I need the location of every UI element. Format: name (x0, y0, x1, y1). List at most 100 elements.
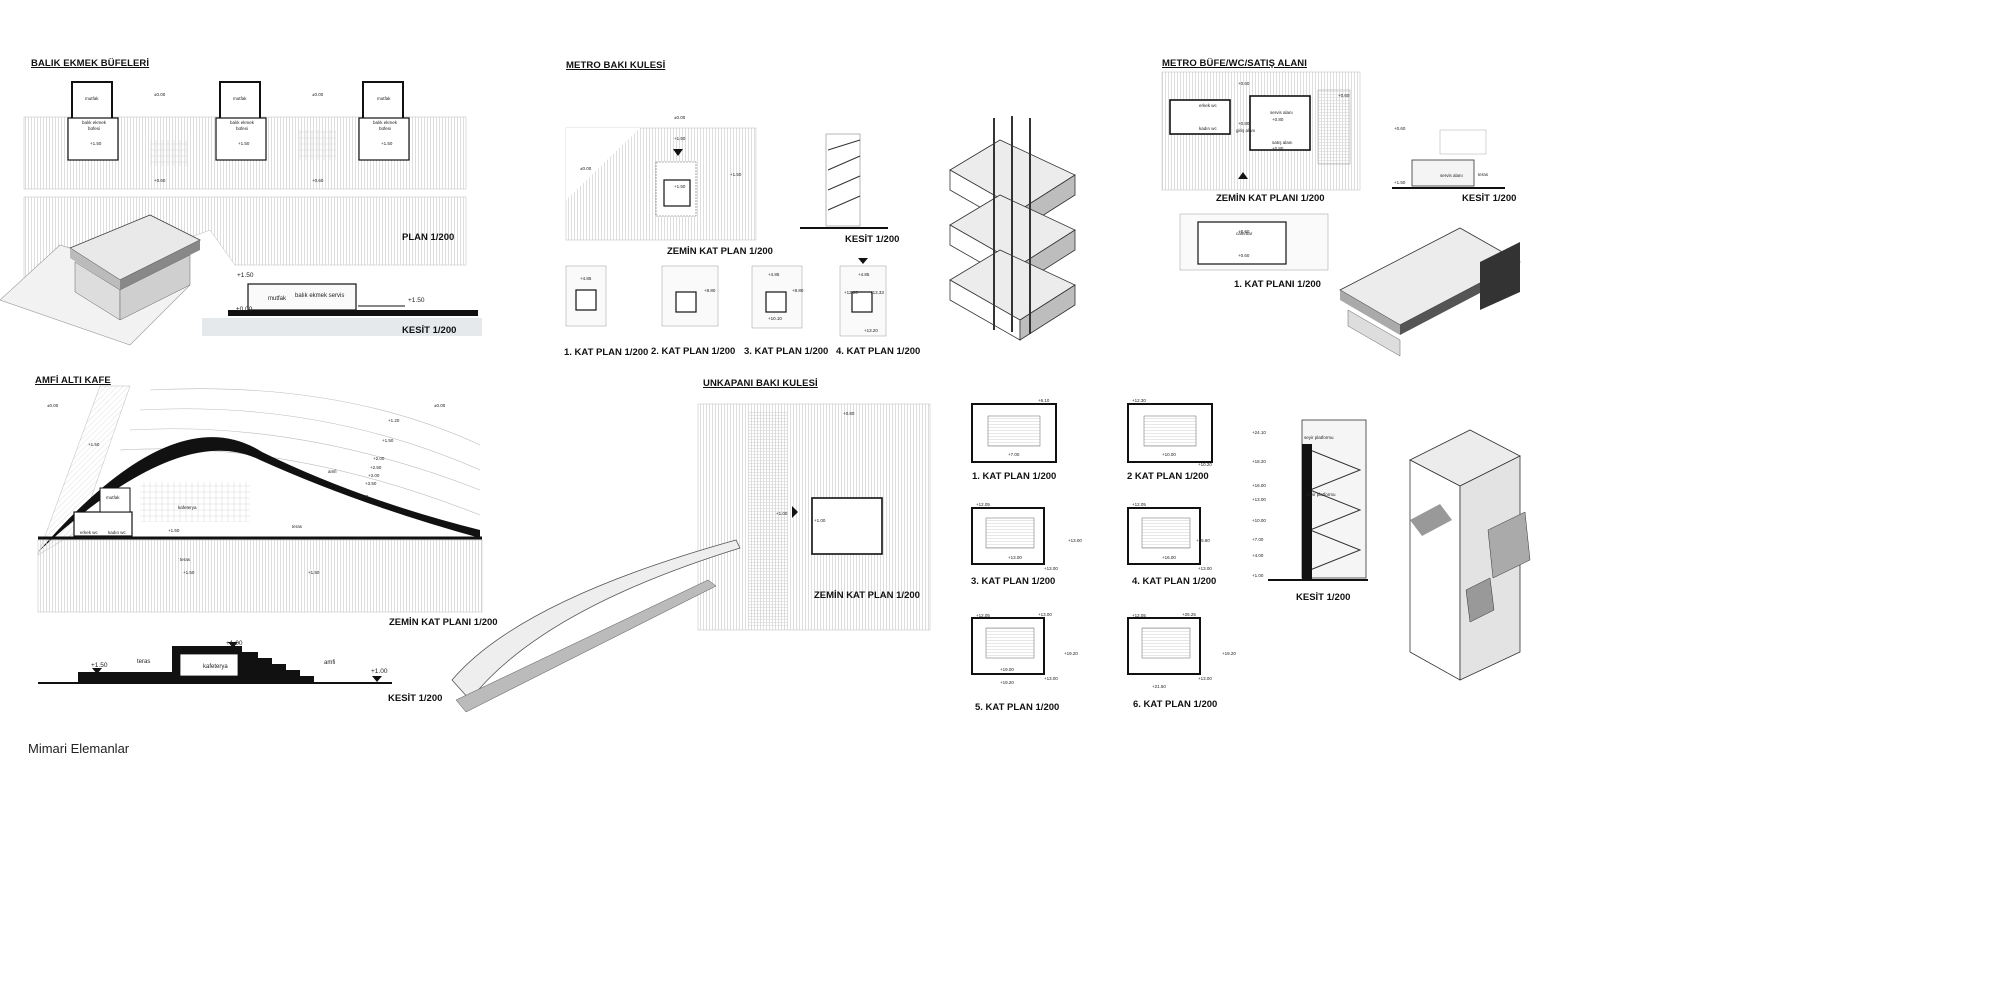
unk-p1-lv-700: +7.00 (1008, 452, 1020, 457)
unk-zemin (451, 403, 931, 713)
balik-bufe2-1: büfesi (88, 126, 101, 131)
amfi-zemin-label: ZEMİN KAT PLANI 1/200 (389, 617, 498, 628)
unk-seyir-1: seyir platformu (1304, 435, 1334, 440)
amfi-kesit-lv-150: +1.50 (91, 662, 108, 669)
amfi-lv-000-a: ±0.00 (47, 403, 59, 408)
amfi-lv-000-b: ±0.00 (434, 403, 446, 408)
metrobufe-kesit-label: KESİT 1/200 (1462, 193, 1517, 204)
balik-lv-150-b: +1.50 (238, 141, 250, 146)
unk-p3-lv-1300-c: +13.00 (1044, 566, 1058, 571)
amfi-erkek-wc: erkek wc (80, 530, 98, 535)
unk-p5-lv-1920-b: +19.20 (1000, 680, 1014, 685)
unk-p2-lv-1000: +10.00 (1162, 452, 1176, 457)
amfi-kafeterya-plan: kafeterya (178, 505, 197, 510)
unk-p4-lv-1300: +13.00 (1198, 566, 1212, 571)
unk-p5-label: 5. KAT PLAN 1/200 (975, 702, 1060, 713)
metro-bufe-title: METRO BÜFE/WC/SATIŞ ALANI (1162, 58, 1307, 69)
metro-p4-lv-d: +13.20 (864, 328, 878, 333)
amfi-kesit-teras: teras (137, 659, 151, 665)
balik-kesit-lv-150-b: +1.50 (408, 297, 425, 304)
metro-lv-150-c: +1.50 (674, 184, 686, 189)
drawings-layer (0, 71, 1531, 713)
metro-p3-lv-c: +10.10 (768, 316, 782, 321)
metro-kat-planlari (565, 258, 887, 337)
amfi-lv-350: +3.50 (365, 481, 377, 486)
amfi-lv-150-c: +1.50 (168, 528, 180, 533)
unk-k-100: +1.00 (1252, 573, 1264, 578)
balik-lv-000-b: ±0.00 (312, 92, 324, 97)
balik-bufe2-3: büfesi (379, 126, 392, 131)
metrobufe-kat1 (1179, 213, 1329, 271)
amfi-lv-150-b: +1.50 (382, 438, 394, 443)
metro-p3-lv-a: +4.85 (768, 272, 780, 277)
metrobufe-servis: servis alanı (1270, 110, 1293, 115)
metro-p1-lv: +4.85 (580, 276, 592, 281)
balik-lv-150-c: +1.50 (381, 141, 393, 146)
metro-p4-lv-c: +13.33 (870, 290, 884, 295)
unk-zemin-lv-100: +1.00 (776, 511, 788, 516)
metrobufe-kesit-teras: teras (1478, 172, 1489, 177)
balik-kesit-servis: balık ekmek servis (295, 293, 345, 299)
metro-zemin-label: ZEMİN KAT PLAN 1/200 (667, 246, 773, 257)
balik-kesit-lv-150-a: +1.50 (237, 272, 254, 279)
balik-lv-150-a: +1.50 (90, 141, 102, 146)
balik-lv-060-a: +0.60 (154, 178, 166, 183)
unk-seyir-2: seyir platformu (1306, 492, 1336, 497)
unk-p6-lv-2150: +21.50 (1152, 684, 1166, 689)
balik-kesit-label: KESİT 1/200 (402, 325, 457, 336)
amfi-kesit-amfi: amfi (324, 660, 336, 666)
metro-p2-label: 2. KAT PLAN 1/200 (651, 346, 736, 357)
unk-lv-080: +0.80 (843, 411, 855, 416)
unk-zemin-label: ZEMİN KAT PLAN 1/200 (814, 590, 920, 601)
unk-p5-lv-1900: +19.00 (1000, 667, 1014, 672)
unk-p4-label: 4. KAT PLAN 1/200 (1132, 576, 1217, 587)
metro-p4-label: 4. KAT PLAN 1/200 (836, 346, 921, 357)
unk-p1-lv-610: +6.10 (1038, 398, 1050, 403)
metrobufe-kesit-servis: servis alanı (1440, 173, 1463, 178)
unk-p1-label: 1. KAT PLAN 1/200 (972, 471, 1057, 482)
balik-bufe-3: balık ekmek (373, 120, 398, 125)
balik-title: BALIK EKMEK BÜFELERİ (31, 58, 150, 69)
unk-p2-lv-1230: +12.30 (1132, 398, 1146, 403)
metro-kesit (800, 133, 888, 229)
balik-bufe2-2: büfesi (236, 126, 249, 131)
unk-p3-lv-1205: +12.05 (976, 502, 990, 507)
unk-p5-lv-1300-a: +13.00 (1038, 612, 1052, 617)
unk-k-1300: +13.00 (1252, 497, 1266, 502)
amfi-teras-plan-b: teras (180, 557, 191, 562)
unk-k-1000: +10.00 (1252, 518, 1266, 523)
metro-p3-label: 3. KAT PLAN 1/200 (744, 346, 829, 357)
unk-k-700: +7.00 (1252, 537, 1264, 542)
metrobufe-axo (1339, 227, 1521, 357)
metrobufe-lv-080-a: +0.80 (1238, 121, 1250, 126)
metrobufe-zemin (1161, 71, 1361, 191)
amfi-teras-plan-a: teras (292, 524, 303, 529)
unk-p2-label: 2 KAT PLAN 1/200 (1127, 471, 1209, 482)
metro-p3-lv-b: +8.80 (792, 288, 804, 293)
metro-lv-150-a: +1.50 (674, 136, 686, 141)
unk-p5-lv-1205: +12.05 (976, 613, 990, 618)
unk-p6-label: 6. KAT PLAN 1/200 (1133, 699, 1218, 710)
amfi-kesit-lv-100-a: +1.00 (226, 640, 243, 647)
unk-kesit (1268, 419, 1368, 581)
amfi-kesit-kafeterya: kafeterya (203, 664, 228, 670)
metrobufe-kesit-lv-150: +1.50 (1394, 180, 1406, 185)
metrobufe-lv-080-c: +0.80 (1272, 146, 1284, 151)
amfi-lv-300: +3.00 (368, 473, 380, 478)
unk-p6-lv-2525: +25.25 (1182, 612, 1196, 617)
unk-p5-lv-1920-a: +19.20 (1064, 651, 1078, 656)
amfi-lv-250: +2.50 (370, 465, 382, 470)
metrobufe-lv-060-b: +0.60 (1238, 81, 1250, 86)
bufe-2 (215, 81, 267, 161)
unk-kesit-label: KESİT 1/200 (1296, 592, 1351, 603)
metro-p4-lv-b: +12.20 (844, 290, 858, 295)
unk-p6-lv-1920: +19.20 (1222, 651, 1236, 656)
unk-p4-lv-1205: +12.05 (1132, 502, 1146, 507)
metrobufe-giris: giriş alanı (1236, 128, 1256, 133)
metro-p4-lv-a: +4.85 (858, 272, 870, 277)
unk-k-1600: +16.00 (1252, 483, 1266, 488)
bufe-1 (67, 81, 119, 161)
unk-p6-lv-1205: +12.05 (1132, 613, 1146, 618)
unk-kat-planlari (971, 403, 1213, 675)
metrobufe-kesit (1392, 129, 1505, 189)
